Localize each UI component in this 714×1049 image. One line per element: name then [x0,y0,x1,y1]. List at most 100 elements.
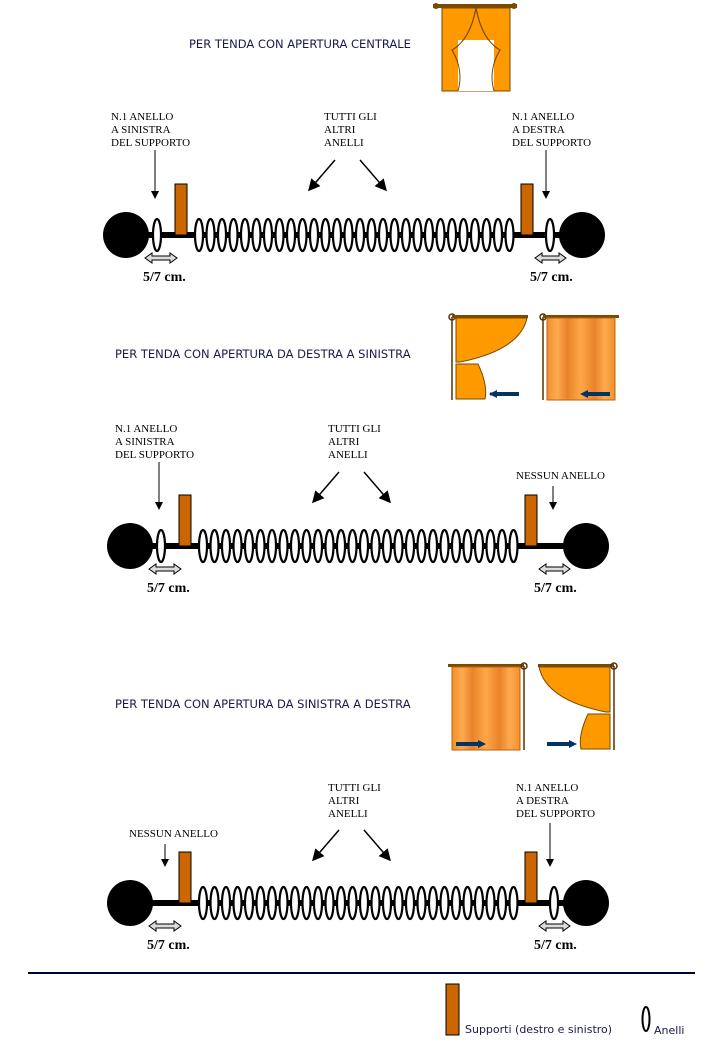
ring [193,217,205,253]
ring [504,217,515,253]
left-support [178,851,192,904]
middle-label: TUTTI GLI [328,782,381,794]
ring [335,885,347,921]
ring [389,217,400,253]
ring [255,885,266,921]
ring [485,528,496,564]
left-support [178,494,192,547]
ring [232,885,243,921]
ring [370,885,381,921]
left-measure-arrow [148,563,182,575]
middle-pointer-arrow-left [312,471,340,504]
middle-label: ANELLI [324,137,364,149]
ring [481,217,492,253]
legend-support-swatch [445,983,460,1036]
ring [197,528,209,564]
ring [285,217,297,253]
ring [343,217,354,253]
middle-label: ALTRI [328,436,360,448]
right-measure-label: 5/7 cm. [530,270,573,285]
ring [435,217,446,253]
ring [427,528,439,564]
ring [251,217,262,253]
middle-label: ALTRI [324,124,356,136]
ring [462,885,473,921]
ring [297,217,308,253]
right-measure-label: 5/7 cm. [534,938,577,953]
right-finial [563,880,609,926]
ring [496,528,508,564]
middle-label: TUTTI GLI [328,423,381,435]
section-title-right-to-left: PER TENDA CON APERTURA DA DESTRA A SINIS… [115,347,411,361]
right-measure-arrow [534,252,567,264]
ring [446,217,458,253]
right-label: N.1 ANELLO [512,111,574,123]
middle-pointer-arrow-left [308,159,336,192]
central-curtain-icon [433,3,517,92]
left-finial [107,880,153,926]
ring [473,885,485,921]
ring [358,885,370,921]
middle-label: ANELLI [328,449,368,461]
ring [469,217,481,253]
middle-pointer-arrow-right [359,159,387,192]
ring [400,217,412,253]
left-label: DEL SUPPORTO [111,137,190,149]
ring [278,885,289,921]
ring [416,528,427,564]
middle-pointer-arrow-right [363,829,391,862]
right-measure-arrow [538,920,571,932]
legend-rings-label: Anelli [654,1024,684,1037]
right-label: A DESTRA [516,795,569,807]
left-label: NESSUN ANELLO [129,828,218,840]
right-measure-label: 5/7 cm. [534,581,577,596]
ring [347,528,358,564]
ring [220,885,232,921]
ring [243,885,255,921]
ring [458,217,469,253]
right-to-left-open-curtain-icon [448,313,528,400]
ring [243,528,255,564]
right-label: DEL SUPPORTO [516,808,595,820]
ring [262,217,274,253]
middle-label: TUTTI GLI [324,111,377,123]
left-to-right-open-curtain-icon [538,662,618,750]
ring [197,885,209,921]
ring [416,885,427,921]
right-to-left-closed-curtain-icon [539,313,619,401]
ring [324,885,335,921]
ring [366,217,377,253]
left-finial [107,523,153,569]
left-label: N.1 ANELLO [115,423,177,435]
right-extra-ring [548,885,560,921]
ring [255,528,266,564]
ring [450,528,462,564]
legend-ring-swatch [641,1006,651,1032]
ring [331,217,343,253]
ring [377,217,389,253]
left-measure-arrow [144,252,178,264]
ring [393,528,404,564]
ring [335,528,347,564]
ring [462,528,473,564]
left-label: A SINISTRA [111,124,171,136]
left-label: N.1 ANELLO [111,111,173,123]
right-label: DEL SUPPORTO [512,137,591,149]
ring [496,885,508,921]
left-label: DEL SUPPORTO [115,449,194,461]
middle-label: ALTRI [328,795,360,807]
right-label: N.1 ANELLO [516,782,578,794]
ring [266,528,278,564]
ring [289,885,301,921]
ring [274,217,285,253]
right-support [524,851,538,904]
ring [492,217,504,253]
ring [347,885,358,921]
ring [228,217,239,253]
ring [381,885,393,921]
right-label: A DESTRA [512,124,565,136]
